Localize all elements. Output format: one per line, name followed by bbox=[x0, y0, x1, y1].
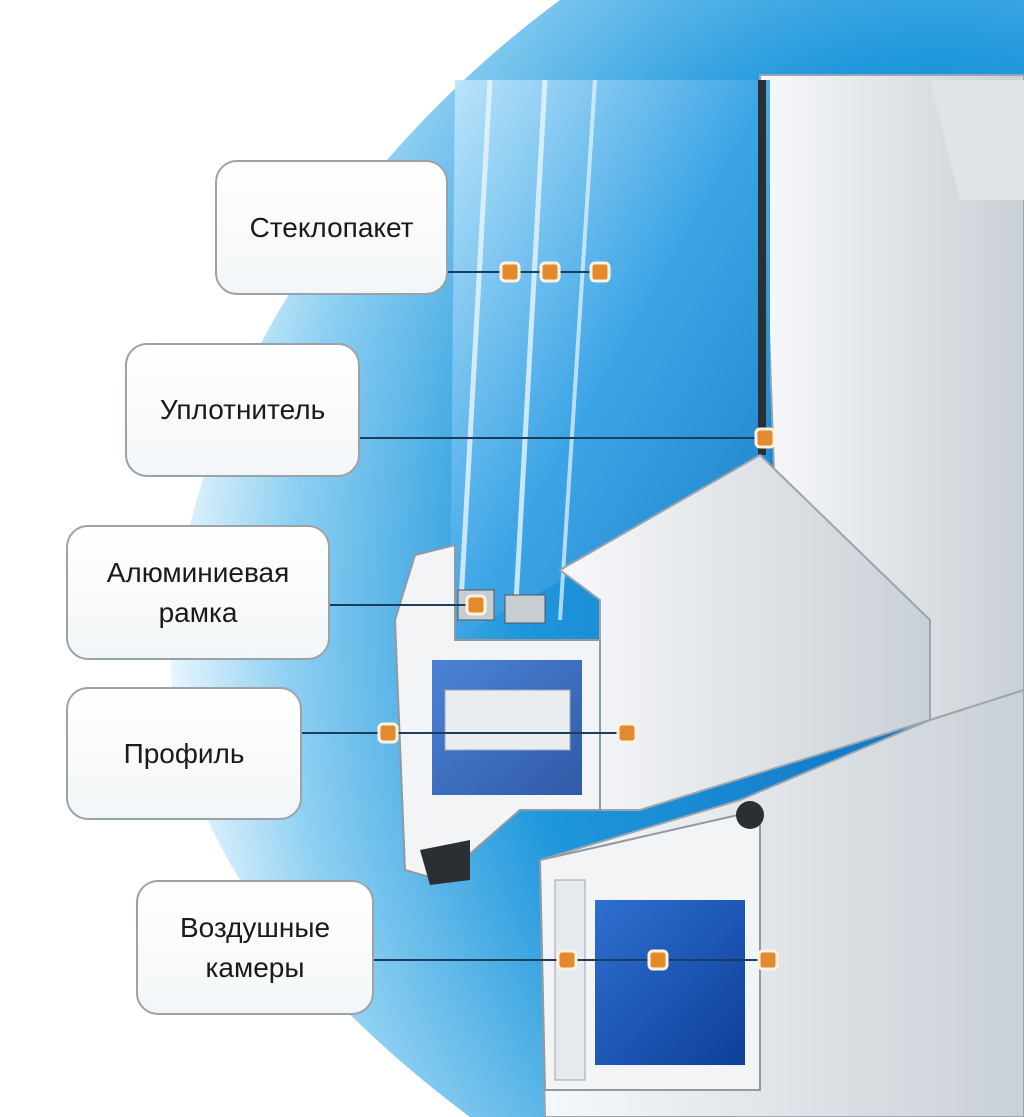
label-profile: Профиль bbox=[66, 687, 302, 820]
marker bbox=[647, 949, 669, 971]
label-glass-unit: Стеклопакет bbox=[215, 160, 448, 295]
label-text: Стеклопакет bbox=[249, 211, 414, 243]
marker bbox=[757, 949, 779, 971]
marker bbox=[465, 594, 487, 616]
marker bbox=[499, 261, 521, 283]
label-text: Уплотнитель bbox=[159, 394, 326, 425]
label-seal: Уплотнитель bbox=[125, 343, 360, 477]
frame-chamber bbox=[595, 900, 745, 1065]
marker bbox=[377, 722, 399, 744]
label-aluminium-frame: Алюминиевая рамка bbox=[66, 525, 330, 660]
label-text: Профиль bbox=[123, 737, 245, 769]
label-text: рамка bbox=[158, 596, 238, 628]
label-air-chambers: Воздушные камеры bbox=[136, 880, 374, 1015]
markers bbox=[377, 261, 779, 971]
marker bbox=[556, 949, 578, 971]
marker bbox=[589, 261, 611, 283]
sash-profile bbox=[558, 453, 931, 811]
label-text: Алюминиевая bbox=[106, 556, 290, 588]
label-text: камеры bbox=[205, 951, 305, 983]
marker bbox=[754, 427, 776, 449]
marker bbox=[539, 261, 561, 283]
marker bbox=[616, 722, 638, 744]
label-text: Воздушные bbox=[179, 911, 331, 943]
